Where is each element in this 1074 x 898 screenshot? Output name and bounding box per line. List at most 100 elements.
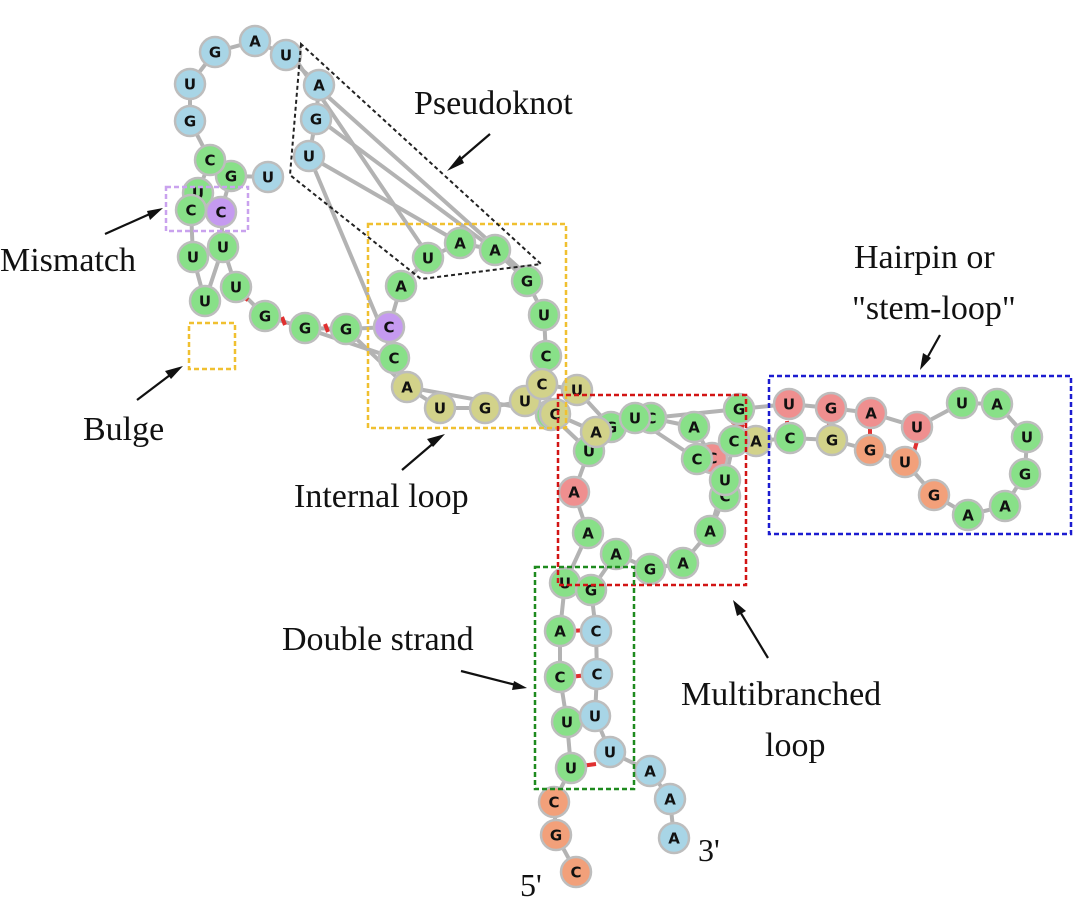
- nucleotide-a: A: [557, 475, 591, 509]
- nucleotide-a: A: [666, 546, 700, 580]
- nucleotide-u: U: [618, 401, 652, 435]
- nucleotide-u: U: [527, 298, 561, 332]
- nucleotide-letter: A: [395, 278, 407, 296]
- nucleotide-u: U: [945, 386, 979, 420]
- nucleotide-letter: A: [554, 623, 566, 641]
- base-pair-bond: [280, 316, 287, 326]
- nucleotide-letter: U: [589, 708, 601, 726]
- nucleotide-letter: C: [204, 152, 215, 170]
- nucleotide-letter: G: [826, 432, 838, 450]
- nucleotide-letter: A: [401, 379, 413, 397]
- double-strand-arrow: [460, 669, 527, 690]
- pseudoknot-arrow: [447, 133, 491, 171]
- nucleotide-letter: A: [313, 77, 325, 95]
- nucleotide-g: G: [722, 392, 756, 426]
- double-strand-label: Double strand: [282, 621, 474, 658]
- nucleotide-letter: A: [668, 830, 680, 848]
- nucleotide-a: A: [693, 514, 727, 548]
- nucleotide-letter: U: [629, 410, 641, 428]
- nucleotide-letter: U: [561, 714, 573, 732]
- nucleotide-letter: C: [590, 623, 601, 641]
- bulge-box: [187, 321, 237, 371]
- nucleotide-letter: U: [559, 575, 571, 593]
- nucleotide-c: C: [543, 660, 577, 694]
- nucleotide-letter: C: [728, 433, 739, 451]
- nucleotide-letter: U: [199, 293, 211, 311]
- nucleotide-a: A: [390, 370, 424, 404]
- nucleotide-a: A: [302, 68, 336, 102]
- nucleotide-u: U: [251, 160, 285, 194]
- nucleotide-letter: U: [280, 47, 292, 65]
- nucleotide-a: A: [739, 424, 773, 458]
- bulge-label: Bulge: [83, 411, 164, 448]
- nucleotide-letter: A: [865, 405, 877, 423]
- nucleotide-a: A: [854, 396, 888, 430]
- nucleotide-letter: A: [999, 498, 1011, 516]
- nucleotide-letter: A: [610, 546, 622, 564]
- nucleotide-letter: C: [549, 406, 560, 424]
- nucleotide-letter: U: [184, 76, 196, 94]
- nucleotide-u: U: [423, 391, 457, 425]
- pseudoknot-bond: [308, 154, 461, 245]
- internal-loop-arrow: [401, 434, 445, 471]
- nucleotide-letter: U: [230, 279, 242, 297]
- nucleotide-u: U: [554, 751, 588, 785]
- nucleotide-g: G: [510, 264, 544, 298]
- multibranched-loop-label-line1: Multibranched: [681, 676, 881, 713]
- nucleotide-u: U: [292, 139, 326, 173]
- nucleotide-a: A: [657, 821, 691, 855]
- nucleotide-g: G: [198, 35, 232, 69]
- nucleotide-u: U: [548, 566, 582, 600]
- nucleotide-letter: U: [303, 148, 315, 166]
- hairpin-arrow: [920, 334, 941, 370]
- nucleotide-u: U: [593, 735, 627, 769]
- three-prime-label: 3': [698, 832, 720, 868]
- nucleotide-g: G: [633, 552, 667, 586]
- five-prime-label: 5': [520, 867, 542, 898]
- nucleotide-a: A: [543, 614, 577, 648]
- nucleotide-u: U: [188, 284, 222, 318]
- nucleotide-a: A: [238, 24, 272, 58]
- nucleotide-a: A: [478, 233, 512, 267]
- nucleotide-letter: C: [388, 350, 399, 368]
- base-pair-bond: [323, 323, 330, 333]
- nucleotide-layer: CGCUUCAUAAUGCUGAAUACCUGAUAGUGUGCUUGGGAUG…: [173, 24, 1044, 889]
- nucleotide-letter: C: [554, 669, 565, 687]
- nucleotide-letter: A: [688, 419, 700, 437]
- nucleotide-c: C: [372, 310, 406, 344]
- hairpin-label-line2: "stem-loop": [852, 290, 1016, 327]
- nucleotide-letter: G: [225, 168, 237, 186]
- nucleotide-letter: C: [383, 319, 394, 337]
- nucleotide-u: U: [269, 38, 303, 72]
- nucleotide-g: G: [574, 573, 608, 607]
- nucleotide-letter: C: [548, 794, 559, 812]
- nucleotide-letter: G: [209, 44, 221, 62]
- nucleotide-c: C: [174, 193, 208, 227]
- nucleotide-letter: G: [733, 401, 745, 419]
- double-strand-box: [533, 565, 636, 791]
- nucleotide-u: U: [206, 230, 240, 264]
- nucleotide-letter: U: [217, 239, 229, 257]
- nucleotide-g: G: [288, 311, 322, 345]
- nucleotide-letter: U: [422, 250, 434, 268]
- nucleotide-letter: G: [310, 111, 322, 129]
- nucleotide-letter: U: [538, 307, 550, 325]
- nucleotide-c: C: [680, 442, 714, 476]
- nucleotide-letter: A: [644, 763, 656, 781]
- nucleotide-g: G: [173, 104, 207, 138]
- nucleotide-u: U: [900, 410, 934, 444]
- multibranched-loop-arrow: [733, 600, 769, 659]
- hairpin-label-line1: Hairpin or: [854, 239, 995, 276]
- nucleotide-letter: C: [570, 864, 581, 882]
- nucleotide-letter: A: [568, 484, 580, 502]
- nucleotide-letter: G: [299, 320, 311, 338]
- nucleotide-letter: U: [956, 395, 968, 413]
- nucleotide-letter: G: [825, 400, 837, 418]
- nucleotide-g: G: [539, 818, 573, 852]
- nucleotide-letter: U: [604, 744, 616, 762]
- nucleotide-letter: A: [489, 242, 501, 260]
- nucleotide-u: U: [560, 373, 594, 407]
- nucleotide-g: G: [1008, 457, 1042, 491]
- nucleotide-c: C: [580, 657, 614, 691]
